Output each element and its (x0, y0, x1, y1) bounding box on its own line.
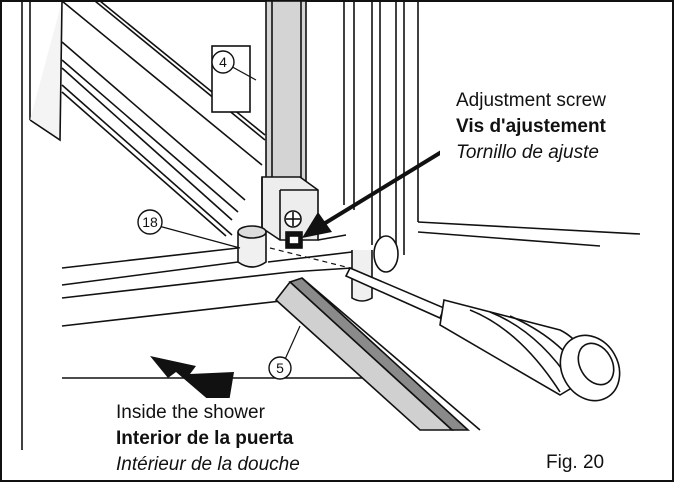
direction-arrow-icon (150, 356, 234, 420)
label-mask-bottom (108, 398, 364, 480)
label-mask-fig (500, 436, 672, 480)
foot-part-18 (237, 225, 267, 268)
svg-text:4: 4 (219, 54, 227, 70)
figure-number: Fig. 20 (546, 452, 605, 473)
callout-18: 18 (137, 209, 163, 235)
label-mask-top (440, 82, 672, 190)
adjustment-label-spanish: Vis d'ajustement (456, 116, 606, 137)
adjustment-screw (284, 210, 302, 228)
svg-text:5: 5 (276, 360, 284, 376)
base-tray (61, 234, 380, 379)
adjustment-label-english: Adjustment screw (456, 90, 606, 111)
callout-5: 5 (268, 356, 292, 380)
pointer-arrow-icon (302, 146, 450, 238)
callout-4: 4 (211, 50, 235, 74)
right-frame (343, 1, 641, 255)
vertical-profile-part-4 (265, 0, 307, 191)
guide-dashed-line (269, 247, 351, 269)
diagonal-frame-rails (61, 0, 266, 237)
inside-label-english: Inside the shower (116, 402, 265, 423)
seal-strip-part-5 (274, 277, 481, 431)
inside-label-french: Intérieur de la douche (116, 454, 300, 475)
adjustment-label-french: Tornillo de ajuste (456, 142, 599, 163)
svg-text:18: 18 (142, 214, 158, 230)
inside-label-spanish: Interior de la puerta (116, 428, 294, 449)
left-post (21, 0, 63, 450)
screwdriver-icon (344, 266, 621, 402)
